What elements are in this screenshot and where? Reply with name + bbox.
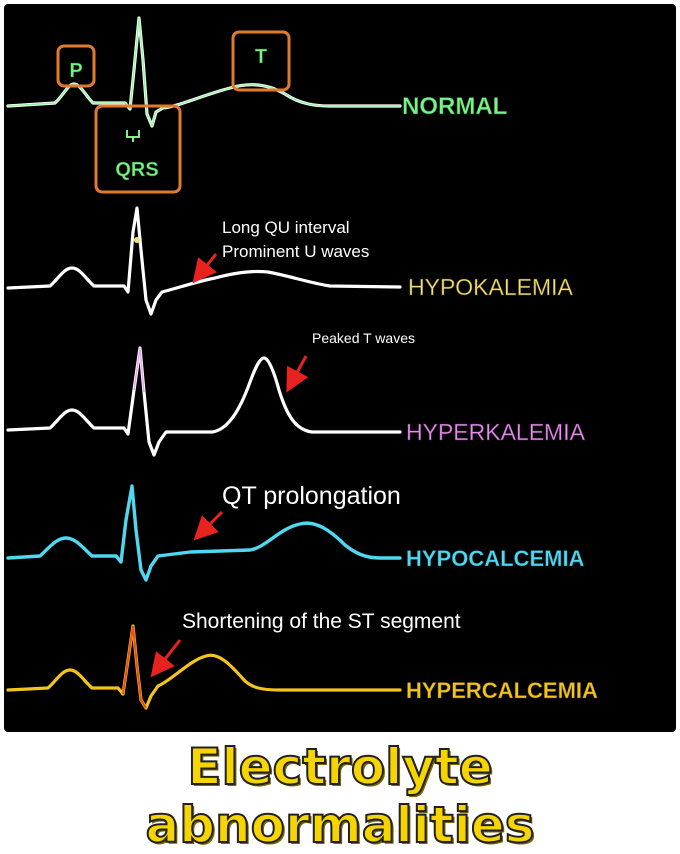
t-wave-box [231,30,291,92]
p-wave-label: P [69,60,82,82]
hypercalcemia-trace [6,624,402,710]
normal-trace-glow [7,17,401,127]
hypocalcemia-annotation: QT prolongation [222,482,401,510]
footer-title: Electrolyte abnormalities [145,737,536,854]
hypocalcemia-arrow [193,510,224,541]
hypercalcemia-arrow [150,639,182,678]
hypercalcemia-qrs-highlight [122,625,147,709]
footer: Electrolyte abnormalities [0,732,680,854]
hypokalemia-arrow [192,253,218,284]
qrs-bracket [126,130,140,142]
qrs-label: QRS [115,159,158,181]
hyperkalemia-label: HYPERKALEMIA [406,419,586,445]
hypocalcemia-row: QT prolongation HYPOCALCEMIA [6,482,585,582]
hypokalemia-annotation-line1: Long QU interval [222,218,350,237]
normal-label: NORMAL [402,93,507,120]
hyperkalemia-highlight [133,347,145,393]
hypokalemia-label: HYPOKALEMIA [408,274,574,300]
hypercalcemia-annotation: Shortening of the ST segment [182,610,461,633]
hyperkalemia-trace [6,346,402,457]
hypokalemia-annotation-line2: Prominent U waves [222,242,369,261]
p-wave-box [56,44,96,88]
hypercalcemia-row: Shortening of the ST segment HYPERCALCEM… [6,610,598,710]
hypokalemia-trace [6,206,402,316]
ecg-traces: P T QRS NORMAL Long QU interval Prominen… [6,16,598,710]
hyperkalemia-annotation: Peaked T waves [312,330,415,346]
t-wave-label: T [255,46,267,68]
hypercalcemia-label: HYPERCALCEMIA [406,678,598,703]
normal-trace [6,16,402,128]
ecg-panel [4,4,676,732]
hypokalemia-row: Long QU interval Prominent U waves HYPOK… [6,206,574,316]
hyperkalemia-row: Peaked T waves HYPERKALEMIA [6,330,586,457]
qrs-box [94,104,182,194]
hypokalemia-peak-dot [134,237,140,243]
hypocalcemia-trace [6,484,402,582]
hypocalcemia-label: HYPOCALCEMIA [406,546,585,571]
hyperkalemia-arrow [286,355,309,393]
normal-row: P T QRS NORMAL [6,16,508,194]
diagram-stage: P T QRS NORMAL Long QU interval Prominen… [0,4,680,854]
